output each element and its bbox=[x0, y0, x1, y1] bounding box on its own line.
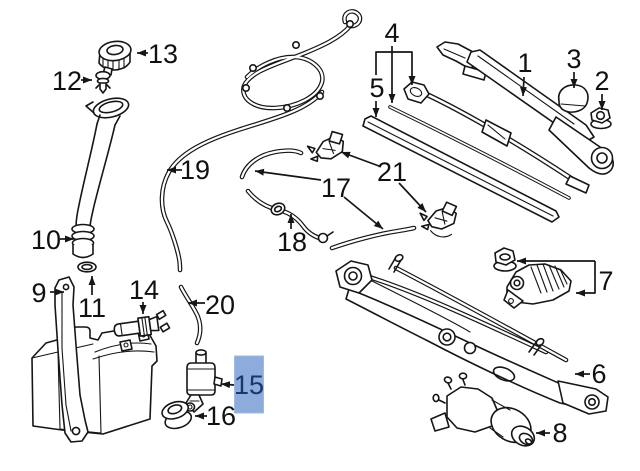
pivot-cap-art bbox=[557, 84, 589, 113]
callout-10[interactable]: 10 bbox=[31, 225, 74, 255]
clip-art bbox=[95, 70, 111, 94]
callout-15-label[interactable]: 15 bbox=[234, 370, 264, 400]
callout-21-label[interactable]: 21 bbox=[377, 157, 407, 187]
wiper-motor-art bbox=[430, 372, 536, 447]
washer-nozzle-b-art bbox=[419, 201, 458, 238]
callout-18[interactable]: 18 bbox=[277, 214, 307, 257]
pump-hose-art bbox=[178, 284, 203, 346]
callout-12-label[interactable]: 12 bbox=[52, 66, 82, 96]
reservoir-cap-art bbox=[98, 40, 132, 76]
callout-4-label[interactable]: 4 bbox=[384, 18, 399, 48]
callout-17-label[interactable]: 17 bbox=[321, 173, 351, 203]
filler-tube-art bbox=[71, 97, 130, 259]
callout-4[interactable]: 4 bbox=[375, 18, 416, 103]
highlight-box bbox=[234, 355, 264, 414]
reservoir-bracket-art bbox=[54, 276, 89, 443]
washer-hoses-art bbox=[239, 148, 417, 251]
level-sensor-art bbox=[113, 309, 171, 337]
blade-refill-art bbox=[362, 115, 560, 223]
callout-6-label[interactable]: 6 bbox=[591, 359, 606, 389]
callout-9[interactable]: 9 bbox=[31, 278, 64, 308]
callout-10-label[interactable]: 10 bbox=[31, 225, 61, 255]
washer-nozzle-a-art bbox=[306, 130, 345, 163]
callout-20-label[interactable]: 20 bbox=[205, 290, 235, 320]
callout-8[interactable]: 8 bbox=[536, 418, 568, 448]
wiper-linkage-art bbox=[335, 253, 609, 415]
hose-assembly-art bbox=[159, 9, 363, 273]
washer-reservoir-art bbox=[31, 326, 158, 435]
callout-8-label[interactable]: 8 bbox=[552, 418, 567, 448]
callout-1-label[interactable]: 1 bbox=[517, 48, 532, 78]
callout-9-label[interactable]: 9 bbox=[31, 278, 46, 308]
motor-bracket-art bbox=[493, 247, 572, 309]
callout-11[interactable]: 11 bbox=[78, 276, 106, 323]
callout-2[interactable]: 2 bbox=[594, 66, 610, 110]
callout-5[interactable]: 5 bbox=[369, 73, 385, 117]
callout-3[interactable]: 3 bbox=[566, 44, 582, 88]
callout-1[interactable]: 1 bbox=[517, 48, 533, 97]
callout-7-label[interactable]: 7 bbox=[598, 266, 613, 296]
callout-5-label[interactable]: 5 bbox=[369, 73, 384, 103]
callout-18-label[interactable]: 18 bbox=[277, 227, 307, 257]
callout-15[interactable]: 15 bbox=[220, 355, 264, 414]
callout-16[interactable]: 16 bbox=[195, 401, 236, 431]
callout-3-label[interactable]: 3 bbox=[566, 44, 581, 74]
pivot-nut-art bbox=[590, 107, 612, 130]
callout-14[interactable]: 14 bbox=[129, 275, 159, 314]
callout-16-label[interactable]: 16 bbox=[206, 401, 236, 431]
callout-17[interactable]: 17 bbox=[254, 168, 384, 230]
filler-gasket-art bbox=[77, 261, 97, 273]
callout-12[interactable]: 12 bbox=[52, 66, 92, 96]
callout-19[interactable]: 19 bbox=[167, 155, 210, 185]
blade-rubber-art bbox=[388, 105, 571, 200]
callout-6[interactable]: 6 bbox=[575, 359, 607, 389]
callout-19-label[interactable]: 19 bbox=[180, 155, 210, 185]
wiper-blade-art bbox=[403, 81, 590, 194]
callout-11-label[interactable]: 11 bbox=[78, 293, 106, 323]
callout-7[interactable]: 7 bbox=[517, 257, 614, 297]
callout-21[interactable]: 21 bbox=[340, 151, 427, 213]
callout-14-label[interactable]: 14 bbox=[129, 275, 159, 305]
pump-grommet-art bbox=[161, 400, 193, 430]
callout-2-label[interactable]: 2 bbox=[594, 66, 609, 96]
wiper-arm-art bbox=[436, 41, 614, 175]
callout-13[interactable]: 13 bbox=[137, 39, 178, 69]
callout-13-label[interactable]: 13 bbox=[148, 39, 178, 69]
callout-20[interactable]: 20 bbox=[188, 290, 235, 320]
